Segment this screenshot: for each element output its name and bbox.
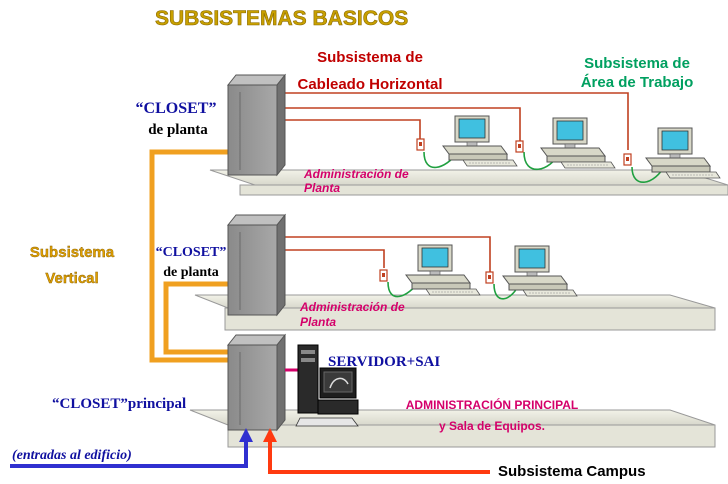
horizontal-subsystem-label: Subsistema de [317, 49, 423, 66]
server-icon [295, 344, 359, 427]
floor-middle [194, 294, 716, 331]
closet-floor-middle-label: “CLOSET” [156, 245, 227, 260]
campus-subsystem-label: Subsistema Campus [498, 463, 646, 480]
horizontal-subsystem-label: Cableado Horizontal [297, 76, 442, 93]
server-label: SERVIDOR+SAI [328, 354, 440, 370]
admin-floor-middle-label: Administración de [299, 300, 405, 314]
building-entry-cable [10, 428, 253, 468]
workstation-icon [405, 244, 481, 296]
admin-floor-middle-label: Planta [300, 315, 336, 329]
workstation-icon [442, 115, 518, 167]
admin-main-label: ADMINISTRACIÓN PRINCIPAL [406, 397, 578, 412]
workstation-icon [502, 245, 578, 297]
campus-cable [263, 428, 490, 474]
vertical-riser-cables [149, 149, 228, 363]
rack-closet-middle [226, 213, 287, 317]
building-entries-label: (entradas al edificio) [12, 448, 132, 463]
admin-floor-top-label: Planta [304, 181, 340, 195]
closet-floor-middle-label: de planta [163, 265, 219, 280]
workstation-icon [645, 127, 721, 179]
rack-closet-top [226, 73, 287, 177]
closet-floor-top-label: de planta [148, 122, 208, 138]
wall-jack-icon [485, 271, 494, 284]
rack-closet-main [226, 333, 287, 432]
wall-jack-icon [379, 269, 388, 282]
work-area-subsystem-label: Área de Trabajo [581, 74, 694, 91]
floor-top [209, 169, 728, 196]
closet-main-label: “CLOSET”principal [52, 396, 186, 412]
workstation-icon [540, 117, 616, 169]
vertical-subsystem-label: Vertical [45, 270, 98, 287]
wall-jack-icon [416, 138, 425, 151]
work-area-subsystem-label: Subsistema de [584, 55, 690, 72]
wall-jack-icon [515, 140, 524, 153]
admin-main-label: y Sala de Equipos. [439, 419, 545, 433]
horizontal-cables-middle [283, 236, 491, 272]
page-title: SUBSISTEMAS BASICOS [155, 7, 408, 30]
horizontal-cables-top [283, 92, 629, 150]
vertical-subsystem-label: Subsistema [30, 244, 115, 261]
admin-floor-top-label: Administración de [303, 167, 409, 181]
closet-floor-top-label: “CLOSET” [136, 100, 217, 117]
wall-jack-icon [623, 153, 632, 166]
